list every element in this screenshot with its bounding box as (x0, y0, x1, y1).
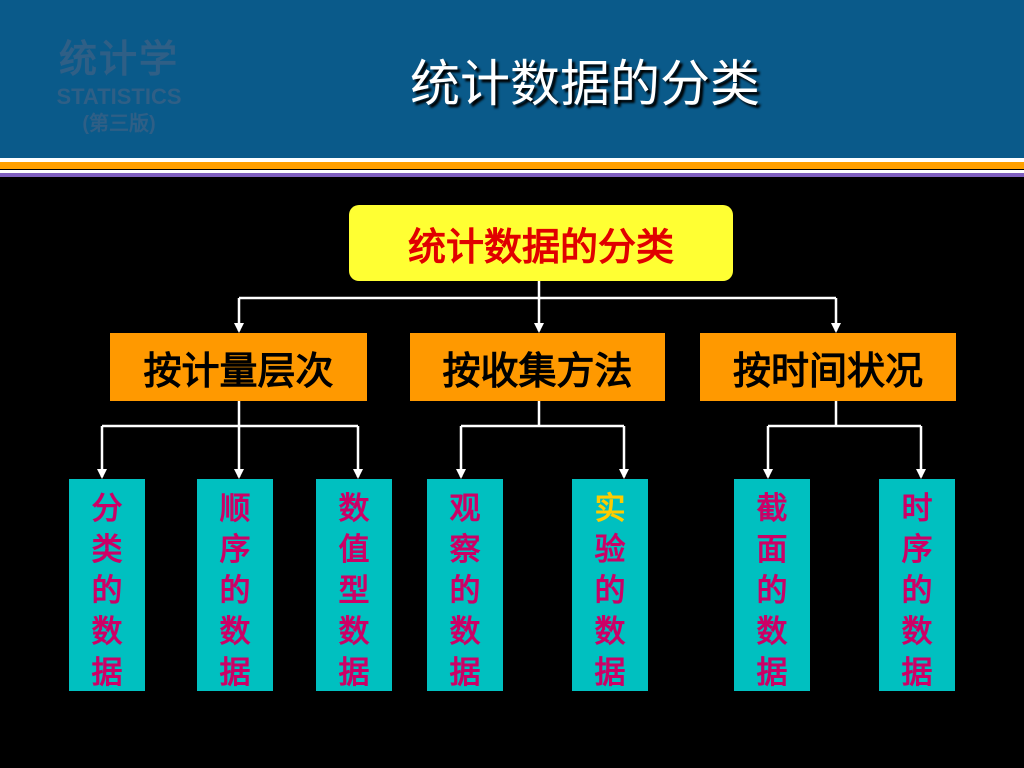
leaf-char: 顺 (219, 491, 251, 527)
leaf-char: 验 (594, 532, 626, 568)
leaf-char: 序 (901, 532, 933, 568)
leaf-numerical-data: 数 值 型 数 据 (316, 479, 392, 691)
leaf-char: 数 (449, 614, 481, 650)
leaf-char: 的 (219, 573, 251, 609)
logo-title: 统计学 (58, 36, 179, 81)
leaf-categorical-data: 分 类 的 数 据 (69, 479, 145, 691)
leaf-char: 数 (91, 614, 123, 650)
leaf-char: 的 (901, 573, 933, 609)
leaf-char: 据 (219, 655, 251, 691)
leaf-char: 数 (594, 614, 626, 650)
leaf-char: 的 (91, 573, 123, 609)
header-divider-white-2 (0, 170, 1024, 173)
leaf-char: 面 (756, 532, 788, 568)
leaf-cross-sectional-data: 截 面 的 数 据 (734, 479, 810, 691)
leaf-char: 序 (219, 532, 251, 568)
leaf-char: 数 (338, 491, 370, 527)
logo-edition: (第三版) (82, 113, 156, 135)
logo-subtitle: STATISTICS (56, 84, 182, 109)
leaf-char: 类 (91, 532, 123, 568)
leaf-char: 的 (756, 573, 788, 609)
textbook-logo: 统计学 STATISTICS (第三版) (24, 36, 214, 135)
leaf-char: 时 (901, 491, 933, 527)
leaf-char-highlight: 实 (594, 491, 626, 527)
leaf-experimental-data: 实 验 的 数 据 (572, 479, 648, 691)
header-divider-white (0, 158, 1024, 162)
leaf-observational-data: 观 察 的 数 据 (427, 479, 503, 691)
leaf-char: 的 (594, 573, 626, 609)
leaf-char: 数 (756, 614, 788, 650)
leaf-char: 据 (338, 655, 370, 691)
header-divider-orange (0, 162, 1024, 169)
header-bar (0, 0, 1024, 160)
leaf-char: 的 (449, 573, 481, 609)
category-time-status: 按时间状况 (700, 333, 956, 401)
leaf-char: 据 (594, 655, 626, 691)
category-collection-method: 按收集方法 (410, 333, 665, 401)
leaf-time-series-data: 时 序 的 数 据 (879, 479, 955, 691)
leaf-char: 数 (338, 614, 370, 650)
leaf-char: 数 (219, 614, 251, 650)
leaf-char: 据 (91, 655, 123, 691)
leaf-char: 数 (901, 614, 933, 650)
leaf-char: 观 (449, 491, 481, 527)
category-measurement-level: 按计量层次 (110, 333, 367, 401)
leaf-char: 型 (338, 573, 370, 609)
leaf-char: 据 (901, 655, 933, 691)
leaf-ordinal-data: 顺 序 的 数 据 (197, 479, 273, 691)
leaf-char: 截 (756, 491, 788, 527)
leaf-char: 据 (756, 655, 788, 691)
leaf-char: 据 (449, 655, 481, 691)
header-divider-purple (0, 173, 1024, 177)
leaf-char: 分 (91, 491, 123, 527)
leaf-char: 察 (449, 532, 481, 568)
leaf-char: 值 (338, 532, 370, 568)
root-node: 统计数据的分类 (349, 205, 733, 281)
slide-title: 统计数据的分类 (410, 55, 760, 113)
